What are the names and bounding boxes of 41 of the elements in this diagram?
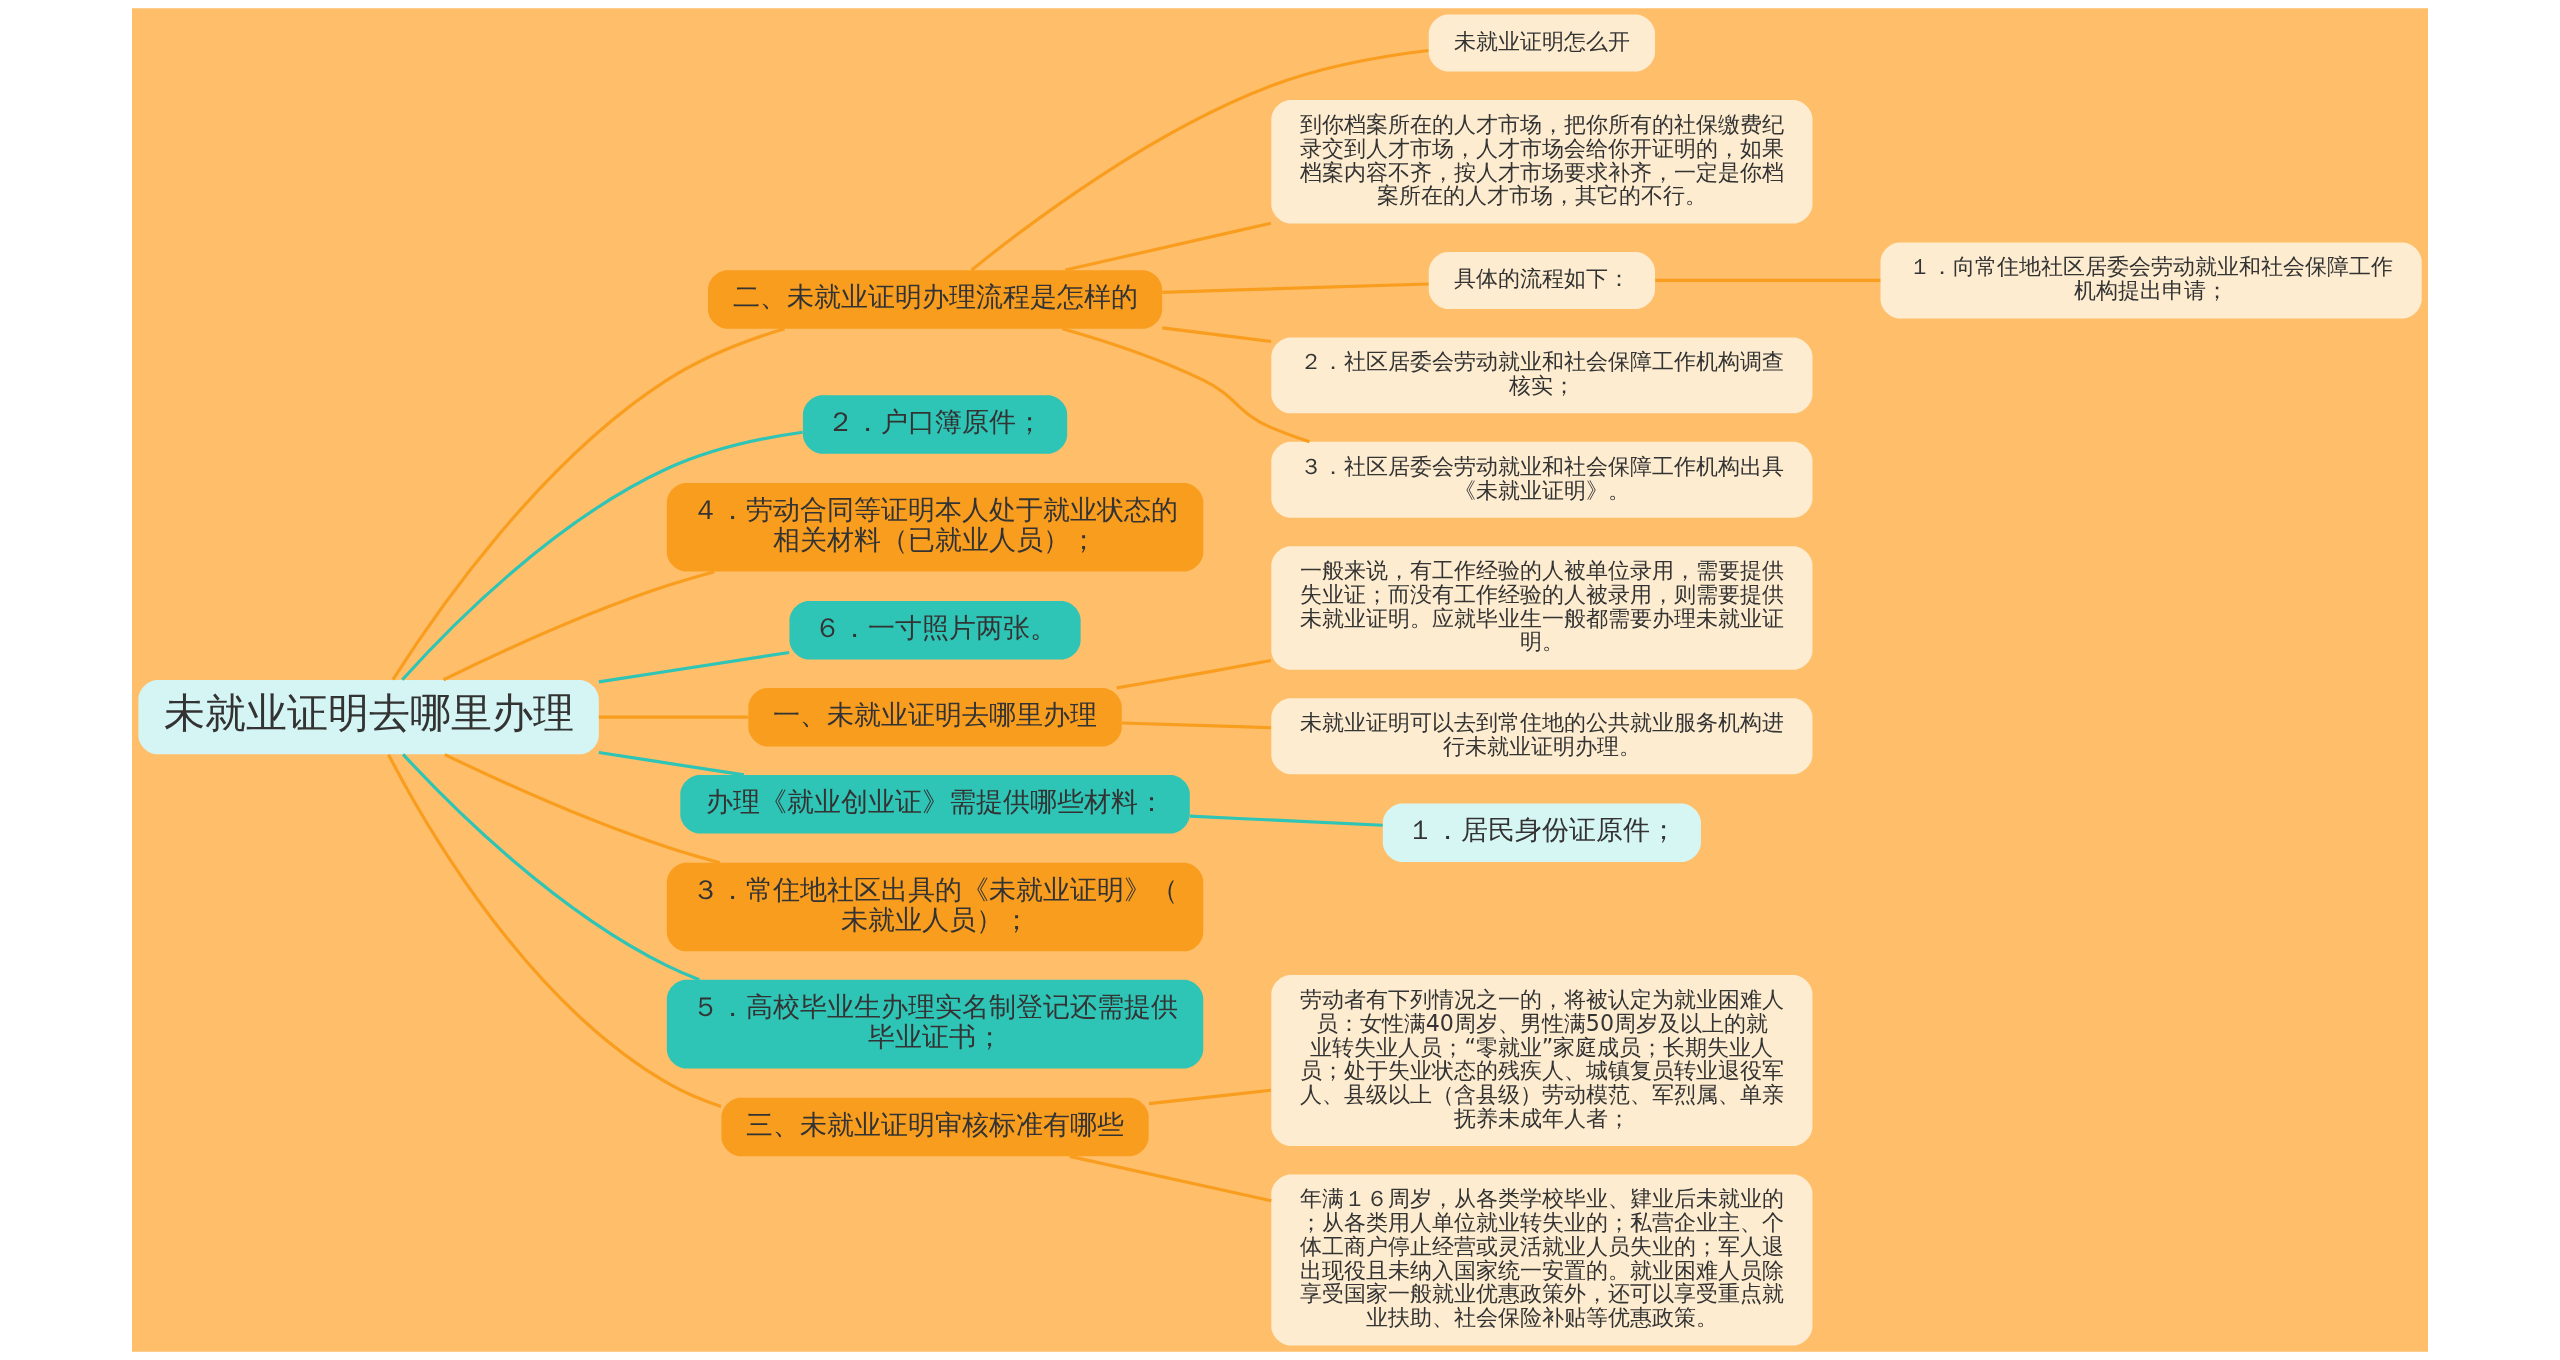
connector bbox=[598, 750, 745, 777]
node-box: ４．劳动合同等证明本人处于就业状态的相关材料（已就业人员）； bbox=[666, 483, 1204, 572]
node-box: ２．户口簿原件； bbox=[802, 395, 1068, 454]
node-box: ２．社区居委会劳动就业和社会保障工作机构调查核实； bbox=[1271, 337, 1813, 414]
connector bbox=[970, 48, 1429, 272]
node-box: 一、未就业证明去哪里办理 bbox=[748, 687, 1122, 747]
node-box: 未就业证明可以去到常住地的公共就业服务机构进行未就业证明办理。 bbox=[1271, 698, 1813, 775]
node-box: 未就业证明去哪里办理 bbox=[138, 680, 599, 755]
node-box: 劳动者有下列情况之一的，将被认定为就业困难人员：女性满40周岁、男性满50周岁及以上的就业转失业人员；“零就业”家庭成员；长期失业人员；处于失业状态的残疾人、城镇复员转业退役军人、县级以上（含县级）劳动模范、军烈属、单亲抚养未成年人者； bbox=[1271, 975, 1813, 1146]
connector bbox=[1148, 1088, 1272, 1106]
node-box: 一般来说，有工作经验的人被单位录用，需要提供失业证；而没有工作经验的人被录用，则需要提供未就业证明。应就毕业生一般都需要办理未就业证明。 bbox=[1271, 546, 1813, 670]
connector bbox=[1655, 278, 1881, 283]
node-box: １．居民身份证原件； bbox=[1382, 803, 1701, 862]
node-box: ６．一寸照片两张。 bbox=[789, 600, 1081, 660]
node-box: 二、未就业证明办理流程是怎样的 bbox=[708, 270, 1163, 329]
node-box: ５．高校毕业生办理实名制登记还需提供毕业证书； bbox=[666, 979, 1204, 1069]
connector bbox=[598, 650, 790, 684]
node-box: ３．常住地社区出具的《未就业证明》（未就业人员）； bbox=[666, 862, 1204, 952]
connector bbox=[391, 327, 786, 681]
node-box: 到你档案所在的人才市场，把你所有的社保缴费纪录交到人才市场，人才市场会给你开证明的，如果档案内容不齐，按人才市场要求补齐，一定是你档案所在的人才市场，其它的不行。 bbox=[1271, 100, 1813, 224]
connector bbox=[1065, 221, 1272, 272]
connector bbox=[401, 753, 700, 982]
connector bbox=[598, 715, 749, 719]
node-box: 办理《就业创业证》需提供哪些材料： bbox=[680, 774, 1190, 834]
connector bbox=[1121, 721, 1272, 730]
connector bbox=[1162, 326, 1272, 344]
connector bbox=[387, 754, 722, 1108]
connector bbox=[1162, 282, 1429, 294]
node-box: ３．社区居委会劳动就业和社会保障工作机构出具《未就业证明》。 bbox=[1271, 441, 1813, 518]
connector bbox=[444, 753, 721, 865]
node-box: 未就业证明怎么开 bbox=[1428, 14, 1655, 72]
connector bbox=[1189, 814, 1383, 827]
node-box: １．向常住地社区居委会劳动就业和社会保障工作机构提出申请； bbox=[1880, 242, 2422, 319]
connector bbox=[1062, 327, 1310, 444]
node-box: 具体的流程如下： bbox=[1428, 251, 1655, 309]
connector bbox=[401, 430, 803, 681]
node-box: 三、未就业证明审核标准有哪些 bbox=[721, 1097, 1149, 1157]
connector bbox=[1069, 1154, 1272, 1203]
node-box: 年满１６周岁，从各类学校毕业、肄业后未就业的；从各类用人单位就业转失业的；私营企业主、个体工商户停止经营或灵活就业人员失业的；军人退出现役且未纳入国家统一安置的。就业困难人员除享受国家一般就业优惠政策外，还可以享受重点就业扶助、社会保险补贴等优惠政策。 bbox=[1271, 1174, 1813, 1346]
connector bbox=[442, 570, 715, 682]
connector bbox=[1116, 658, 1272, 690]
